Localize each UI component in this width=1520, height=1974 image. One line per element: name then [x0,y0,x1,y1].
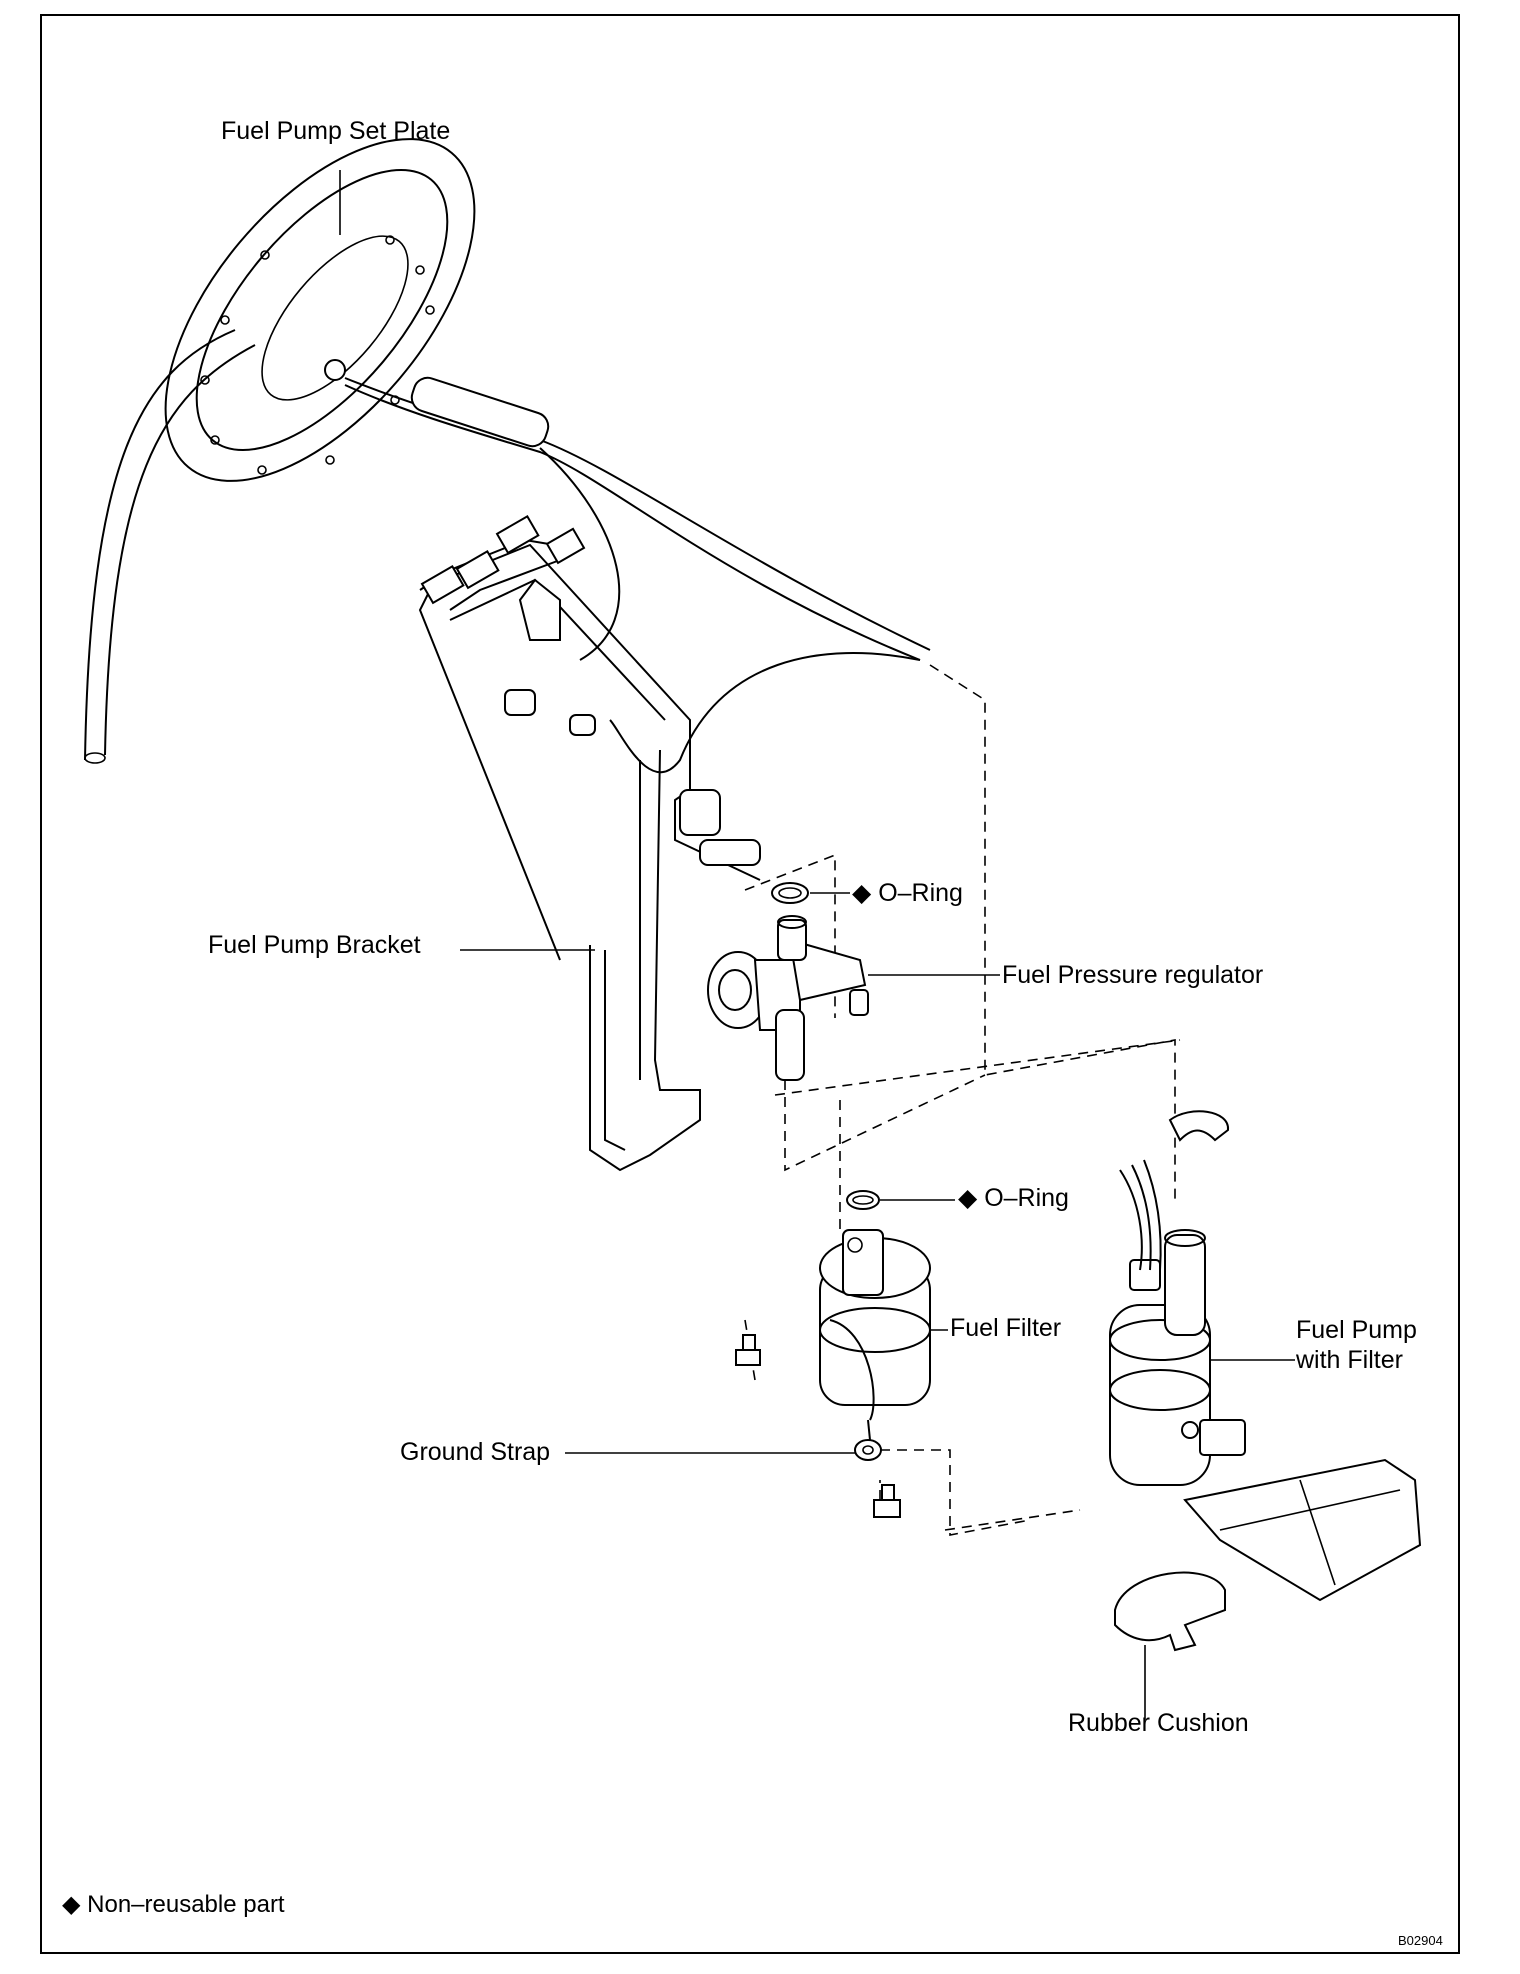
figure-code: B02904 [1398,1933,1443,1948]
label-fuel-pump-line2: with Filter [1296,1346,1403,1374]
label-fuel-pump-with-filter: Fuel Pump with Filter [1296,1315,1417,1375]
non-reusable-diamond-icon: ◆ [852,879,872,907]
fuel-pipes [419,514,586,611]
legend-text: Non–reusable part [87,1891,285,1918]
fuel-pump-with-filter [1109,1110,1422,1602]
fuel-pressure-regulator [707,915,1000,1081]
wire-harness [344,376,931,774]
diagram-frame [40,14,1460,1954]
legend: ◆ Non–reusable part [62,1890,285,1920]
o-ring-top [771,882,850,904]
fuel-pump-set-plate [164,138,476,482]
o-ring-top-text: O–Ring [878,879,963,907]
label-rubber-cushion: Rubber Cushion [1068,1709,1249,1737]
label-fuel-pump-line1: Fuel Pump [1296,1316,1417,1344]
label-fuel-pressure-regulator: Fuel Pressure regulator [1002,961,1264,989]
leader-lines [339,170,595,951]
rubber-cushion [1114,1571,1226,1720]
legend-diamond-icon: ◆ [62,1891,81,1918]
label-fuel-pump-bracket: Fuel Pump Bracket [208,931,421,959]
screws [735,1334,901,1518]
label-o-ring-bottom: ◆ O–Ring [958,1183,1069,1213]
fuel-hose [84,329,256,764]
fuel-filter [819,1229,948,1421]
o-ring-bottom [846,1190,955,1210]
fuel-pump-bracket [418,543,761,1172]
label-o-ring-top: ◆ O–Ring [852,878,963,908]
o-ring-bottom-text: O–Ring [984,1184,1069,1212]
label-ground-strap: Ground Strap [400,1438,551,1466]
non-reusable-diamond-icon: ◆ [958,1184,978,1212]
label-fuel-pump-set-plate: Fuel Pump Set Plate [221,117,451,145]
ground-strap [565,1419,882,1461]
label-fuel-filter: Fuel Filter [950,1314,1062,1342]
